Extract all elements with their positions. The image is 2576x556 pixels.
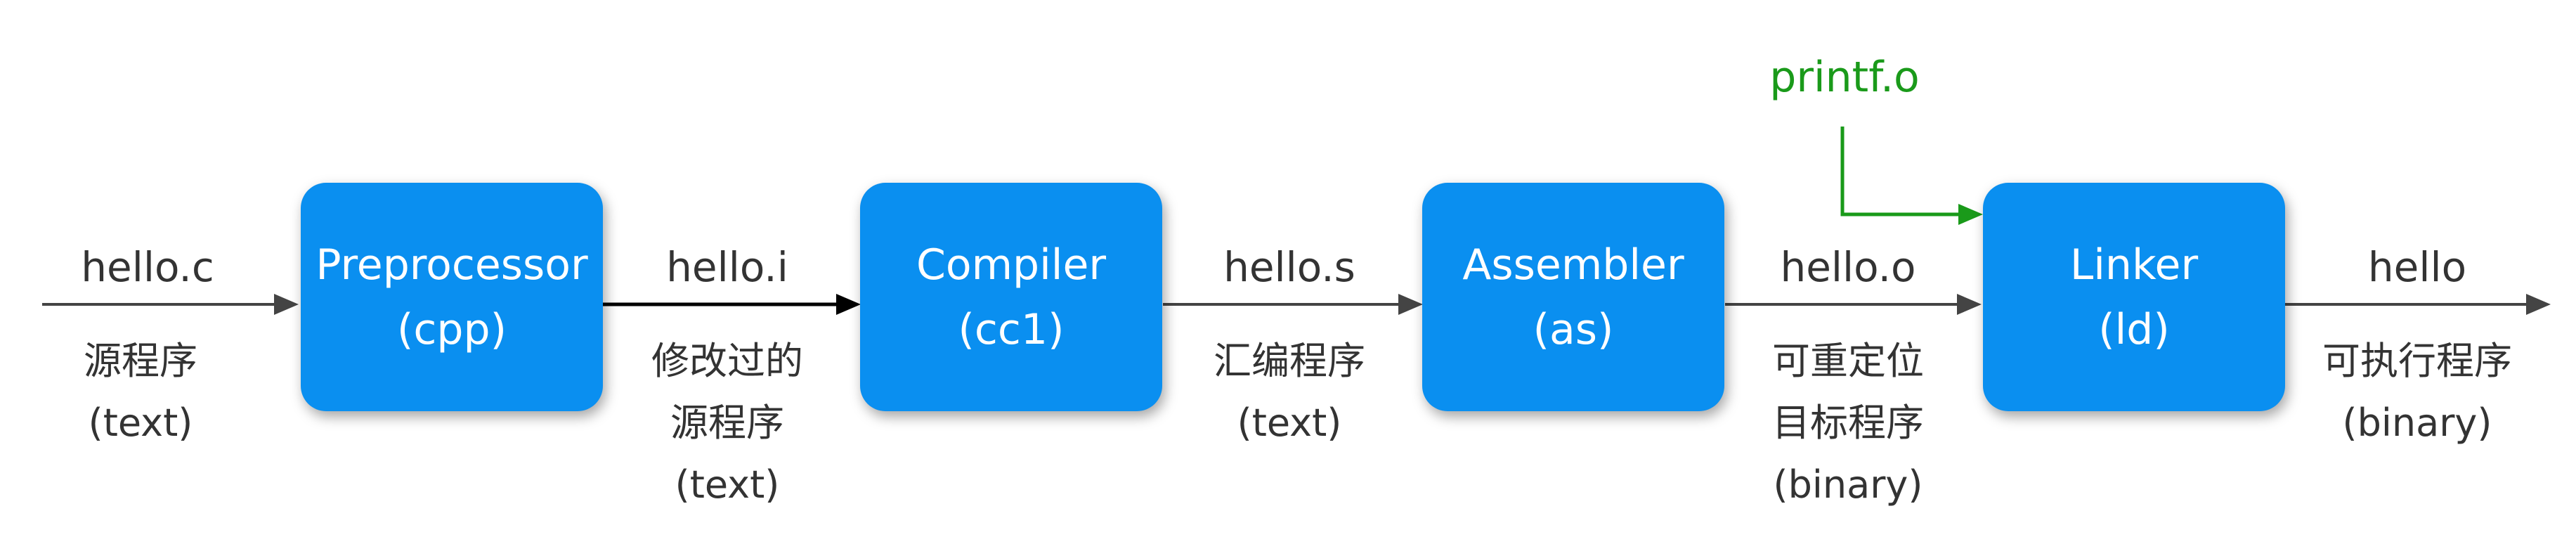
arrow-printf-to-linker [1840, 127, 1983, 225]
file-label-hello-i: hello.i [666, 243, 788, 291]
arrow-input-to-preprocessor [42, 294, 299, 315]
desc-source-program: 源程序 (text) [56, 330, 225, 454]
assembler-command: (as) [1533, 304, 1614, 354]
preprocessor-name: Preprocessor [316, 240, 588, 290]
arrow-linker-to-output [2285, 294, 2551, 315]
desc-line: 修改过的 [651, 339, 803, 383]
assembler-box: Assembler (as) [1422, 183, 1724, 411]
desc-assembly-program: 汇编程序 (text) [1198, 330, 1381, 454]
file-label-hello-c: hello.c [81, 243, 214, 291]
compiler-command: (cc1) [958, 304, 1065, 354]
desc-executable: 可执行程序 (binary) [2305, 330, 2530, 454]
desc-line: 可执行程序 [2322, 339, 2512, 383]
arrow-compiler-to-assembler [1163, 294, 1423, 315]
linker-box: Linker (ld) [1983, 183, 2285, 411]
desc-relocatable-object: 可重定位 目标程序 (binary) [1757, 330, 1939, 516]
desc-line: 目标程序 [1772, 401, 1924, 445]
preprocessor-box: Preprocessor (cpp) [301, 183, 603, 411]
arrow-preprocessor-to-compiler [603, 294, 861, 315]
desc-line: 可重定位 [1772, 339, 1924, 383]
desc-line: 汇编程序 [1214, 339, 1365, 383]
file-label-hello-s: hello.s [1223, 243, 1355, 291]
printf-object-label: printf.o [1769, 53, 1920, 102]
desc-modified-source: 修改过的 源程序 (text) [636, 330, 819, 516]
desc-line: (binary) [1773, 463, 1923, 507]
desc-line: (binary) [2342, 401, 2492, 445]
desc-line: (text) [675, 463, 780, 507]
desc-line: 源程序 [670, 401, 784, 445]
linker-command: (ld) [2098, 304, 2170, 354]
compiler-box: Compiler (cc1) [860, 183, 1162, 411]
preprocessor-command: (cpp) [397, 304, 507, 354]
desc-line: 源程序 [84, 339, 197, 383]
file-label-hello-o: hello.o [1780, 243, 1916, 291]
assembler-name: Assembler [1462, 240, 1684, 290]
compiler-name: Compiler [916, 240, 1107, 290]
linker-name: Linker [2069, 240, 2199, 290]
arrow-assembler-to-linker [1725, 294, 1982, 315]
desc-line: (text) [1237, 401, 1342, 445]
desc-line: (text) [88, 401, 193, 445]
file-label-hello: hello [2367, 243, 2467, 291]
